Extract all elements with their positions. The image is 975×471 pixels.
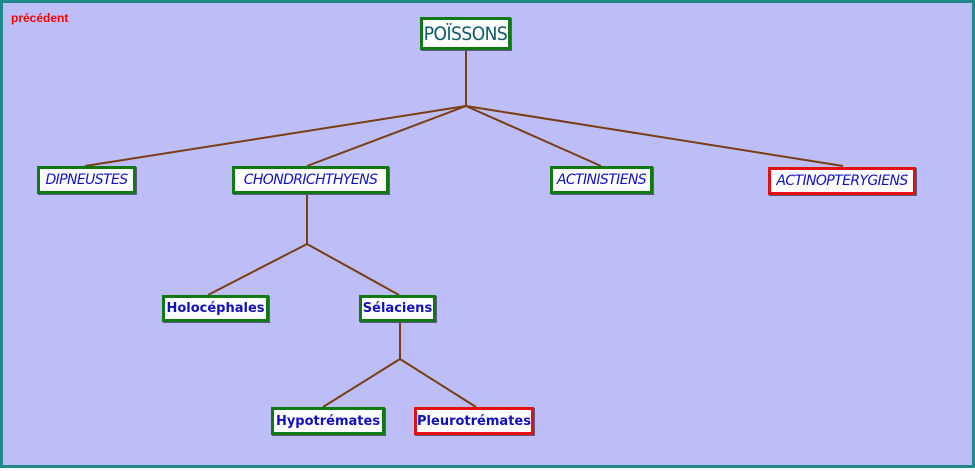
connector-hypotremates xyxy=(322,358,401,408)
connector-holocephales xyxy=(207,243,308,296)
connector-selaciens xyxy=(306,243,400,296)
connector-pleurotremates xyxy=(399,358,477,408)
node-poissons[interactable]: POÏSSONS xyxy=(420,17,511,50)
node-selaciens[interactable]: Sélaciens xyxy=(359,295,436,322)
node-hypotremates[interactable]: Hypotrémates xyxy=(271,407,385,435)
connector-actinopterygiens xyxy=(465,105,844,167)
node-chondrichthyens[interactable]: CHONDRICHTHYENS xyxy=(232,166,389,194)
connector-actinistiens xyxy=(465,105,602,167)
connector-chondrichthyens xyxy=(306,105,467,167)
node-pleurotremates[interactable]: Pleurotrémates xyxy=(414,407,534,435)
node-dipneustes[interactable]: DIPNEUSTES xyxy=(37,166,136,194)
tree-connectors xyxy=(84,50,844,408)
connector-dipneustes xyxy=(84,105,467,167)
node-holocephales[interactable]: Holocéphales xyxy=(162,295,269,322)
node-actinopterygiens[interactable]: ACTINOPTERYGIENS xyxy=(768,167,916,195)
node-actinistiens[interactable]: ACTINISTIENS xyxy=(550,166,653,194)
previous-link[interactable]: précédent xyxy=(11,11,69,25)
